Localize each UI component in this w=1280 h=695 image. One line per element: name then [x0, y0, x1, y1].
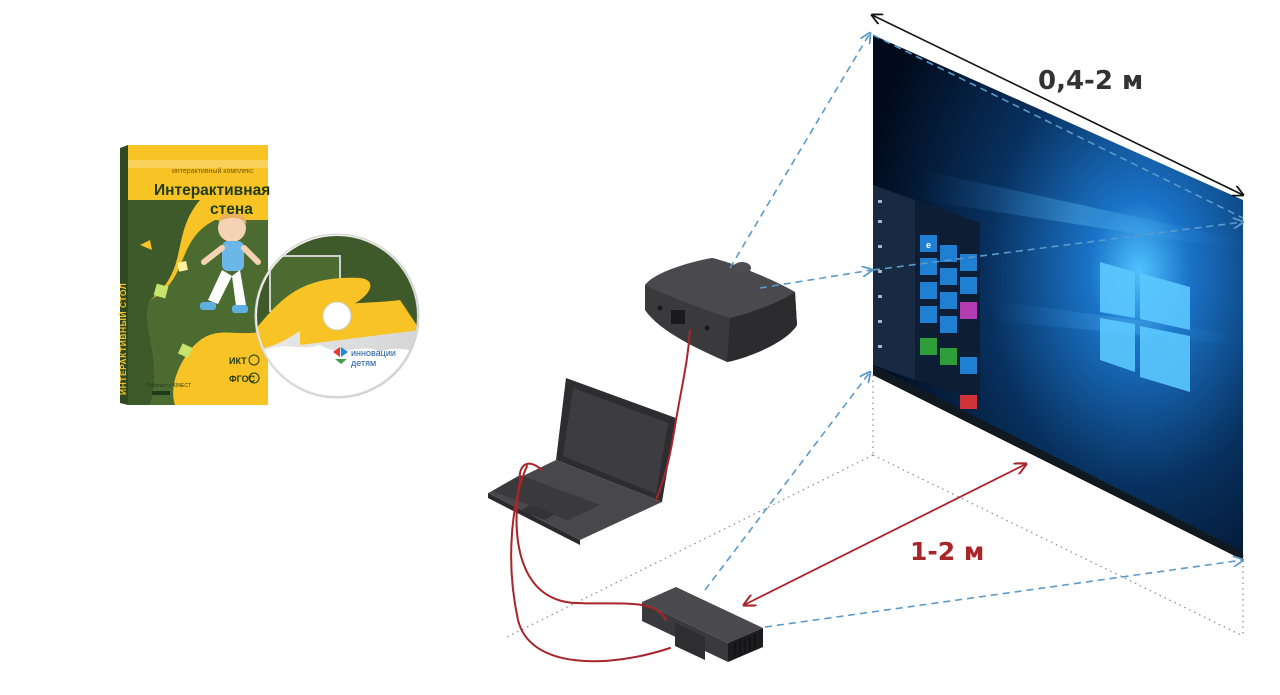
distance-label: 1-2 м [910, 537, 984, 566]
box-green-field [128, 200, 200, 405]
start-tiles [920, 235, 977, 409]
projection-screen: e [873, 35, 1243, 560]
disc-brand-line2: детям [351, 358, 376, 368]
badge-fgos: ФГОС [229, 374, 256, 384]
screen-width-label: 0,4-2 м [1038, 66, 1143, 96]
projector-device [645, 258, 797, 362]
box-title-line2: стена [210, 201, 253, 218]
child-character [200, 211, 261, 313]
works-with-label: Работает с KINECT [146, 383, 191, 389]
kinect-mini-icon [152, 391, 170, 395]
laptop-touchpad [520, 505, 555, 520]
windows-logo-icon [1100, 262, 1190, 392]
laptop-device [488, 378, 676, 545]
start-menu: e [873, 185, 980, 409]
projector-cable [655, 329, 691, 501]
fgos-seal-icon [248, 372, 260, 384]
edge-tile-icon: e [926, 240, 931, 250]
room-guides [504, 375, 1244, 639]
laptop-cable-2 [510, 465, 671, 663]
ikt-seal-icon [248, 354, 260, 366]
projector-lens-icon [733, 262, 751, 274]
disc-hole [322, 301, 352, 331]
box-title-line1: Интерактивная [154, 182, 270, 199]
product-box: ИНТЕРАКТИВНЫЙ СТОЛ интерактивный комплек… [117, 145, 270, 405]
disc-brand-line1: инновации [351, 348, 396, 358]
software-disc: инновации детям [254, 233, 420, 399]
projector-port-icon [671, 310, 685, 324]
taskbar [873, 365, 1243, 560]
spine-text: ИНТЕРАКТИВНЫЙ СТОЛ [117, 283, 128, 395]
badge-ikt: ИКТ [229, 356, 247, 366]
box-subtitle: интерактивный комплекс [172, 167, 254, 175]
innovations-logo-icon [333, 347, 348, 364]
screen-width-arrow [872, 15, 1243, 195]
laptop-cable-1 [515, 462, 667, 621]
distance-arrow [744, 464, 1026, 605]
box-spine [120, 145, 128, 405]
cables [510, 329, 691, 663]
